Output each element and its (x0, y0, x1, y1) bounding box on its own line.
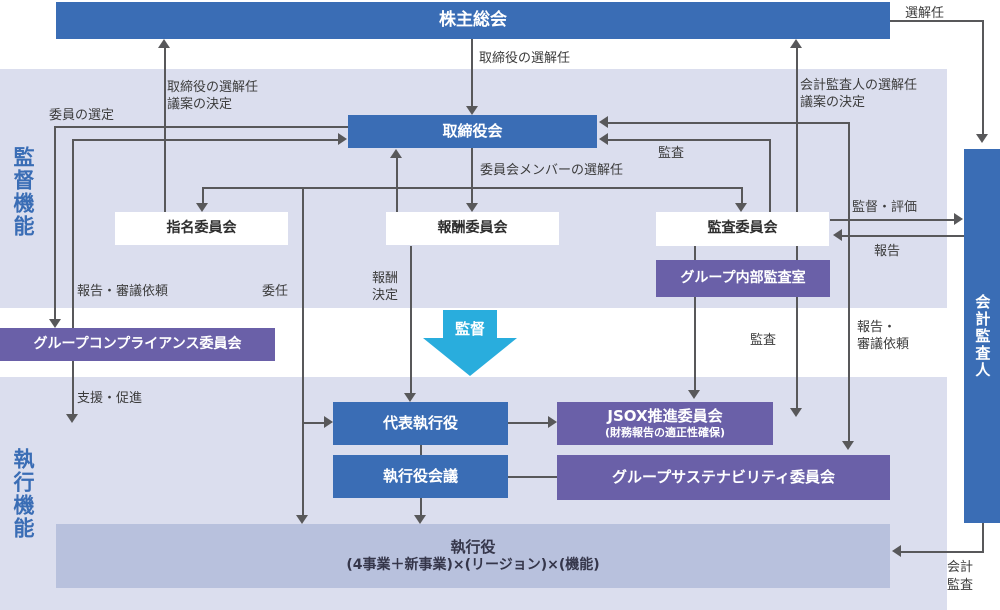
label-remuneration-1: 報酬 (372, 271, 399, 286)
line-ceo-jsox (508, 422, 548, 424)
arrowhead-up-shareholders (158, 39, 170, 48)
line-accounting-audit-v (982, 523, 984, 553)
label-director-proposal-2: 議案の決定 (167, 97, 233, 112)
arrowhead-right-jsox (548, 416, 557, 428)
arrowhead-down-support (66, 414, 78, 423)
node-compliance-committee: グループコンプライアンス委員会 (0, 328, 275, 361)
line-execmeeting-officers (420, 498, 422, 515)
node-audit-committee: 監査委員会 (656, 212, 829, 246)
label-committee-member-appointment: 委員会メンバーの選解任 (480, 163, 624, 178)
label-auditor-proposal-1: 会計監査人の選解任 (800, 78, 918, 93)
label-dismissal: 選解任 (905, 6, 945, 21)
line-execmeeting-sustainability (508, 476, 557, 478)
arrowhead-down-audit-exec (790, 408, 802, 417)
arrowhead-right-ceo (324, 416, 333, 428)
label-director-proposal-1: 取締役の選解任 (167, 80, 259, 95)
label-audit-down: 監査 (750, 333, 777, 348)
node-representative-executive-officer: 代表執行役 (333, 402, 508, 445)
line-auditor-appointment-v (982, 20, 984, 134)
arrowhead-up-shareholders-proposal (790, 39, 802, 48)
line-delegation-to-ceo (302, 422, 325, 424)
supervision-arrow: 監督 (423, 310, 517, 376)
line-auditor-appointment-h (890, 20, 984, 22)
line-auditor-report (842, 235, 964, 237)
line-compliance-report-h (72, 139, 338, 141)
label-auditor-proposal-2: 議案の決定 (800, 95, 866, 110)
label-report-request-right-1: 報告・ (857, 320, 897, 335)
node-board: 取締役会 (348, 115, 597, 148)
arrowhead-left-board-audit (599, 133, 608, 145)
label-supervision-evaluation: 監督・評価 (852, 200, 918, 215)
label-accounting-audit-2: 監査 (947, 578, 974, 593)
line-shareholders-to-board (471, 39, 473, 107)
line-sustainability-report-v (848, 122, 850, 441)
line-compliance-report-v (72, 139, 74, 328)
label-report-request-right-2: 審議依頼 (857, 337, 910, 352)
line-board-committees-branch (202, 187, 743, 189)
line-drop-nomination (202, 187, 204, 203)
node-compensation-committee: 報酬委員会 (386, 212, 559, 245)
arrowhead-down-nomination (196, 203, 208, 212)
arrowhead-right-auditor (954, 213, 963, 225)
label-accounting-audit-1: 会計 (947, 560, 974, 575)
arrowhead-left-board-report (599, 116, 608, 128)
arrowhead-left-officers (892, 545, 901, 557)
label-report: 報告 (874, 244, 901, 259)
arrowhead-down-officers-delegation (296, 515, 308, 524)
arrowhead-down-jsox (688, 390, 700, 399)
node-jsox-committee: JSOX推進委員会 (財務報告の適正性確保) (557, 402, 773, 445)
line-accounting-audit-h (901, 551, 984, 553)
jsox-subtitle: (財務報告の適正性確保) (604, 426, 726, 439)
line-audit-to-board-v (769, 139, 771, 212)
officers-title: 執行役 (450, 537, 496, 556)
label-director-appointment: 取締役の選解任 (479, 51, 571, 66)
line-compensation-to-board (396, 158, 398, 212)
arrowhead-down-compensation (466, 203, 478, 212)
node-executive-officers-bar: 執行役 (4事業＋新事業)×(リージョン)×(機能) (56, 524, 890, 588)
line-member-selection-v (54, 126, 56, 320)
node-accounting-auditor: 会計監査人 (964, 149, 1000, 523)
node-sustainability-committee: グループサステナビリティ委員会 (557, 455, 890, 500)
arrowhead-down-audit-committee (735, 203, 747, 212)
arrowhead-down-board (466, 106, 478, 115)
line-nomination-to-shareholders (164, 48, 166, 212)
label-delegation: 委任 (262, 284, 289, 299)
line-sustainability-report-h (608, 122, 850, 124)
arrowhead-left-audit-committee (833, 229, 842, 241)
line-audit-to-board-h (608, 139, 769, 141)
arrowhead-right-board-left (338, 133, 347, 145)
label-remuneration-2: 決定 (372, 288, 399, 303)
label-support: 支援・促進 (77, 391, 143, 406)
arrowhead-down-sustainability (842, 441, 854, 450)
label-member-selection: 委員の選定 (49, 108, 115, 123)
jsox-title: JSOX推進委員会 (607, 407, 723, 426)
line-supervision-evaluation (830, 219, 954, 221)
arrowhead-down-compliance (49, 319, 61, 328)
line-member-selection-h (54, 126, 348, 128)
line-delegation (302, 187, 304, 517)
line-ceo-execmeeting (420, 445, 422, 455)
line-support (72, 361, 74, 414)
arrowhead-down-officers (414, 515, 426, 524)
node-nomination-committee: 指名委員会 (115, 212, 288, 245)
officers-subtitle: (4事業＋新事業)×(リージョン)×(機能) (346, 556, 600, 573)
supervision-arrow-label: 監督 (454, 320, 485, 338)
section-label-supervisory: 監督機能 (11, 146, 35, 238)
arrowhead-down-auditor (976, 134, 988, 143)
line-drop-audit-committee (741, 187, 743, 203)
line-audit-down (694, 246, 696, 390)
section-label-executive: 執行機能 (11, 448, 35, 540)
line-remuneration (410, 246, 412, 393)
node-internal-audit-office: グループ内部監査室 (656, 260, 830, 297)
label-report-request-left: 報告・審議依頼 (77, 284, 169, 299)
line-board-committees-trunk (471, 148, 473, 204)
node-shareholders: 株主総会 (56, 2, 890, 39)
arrowhead-down-ceo-remuneration (404, 393, 416, 402)
label-audit-to-board: 監査 (658, 146, 685, 161)
node-executive-officers-meeting: 執行役会議 (333, 455, 508, 498)
arrowhead-up-board (390, 149, 402, 158)
